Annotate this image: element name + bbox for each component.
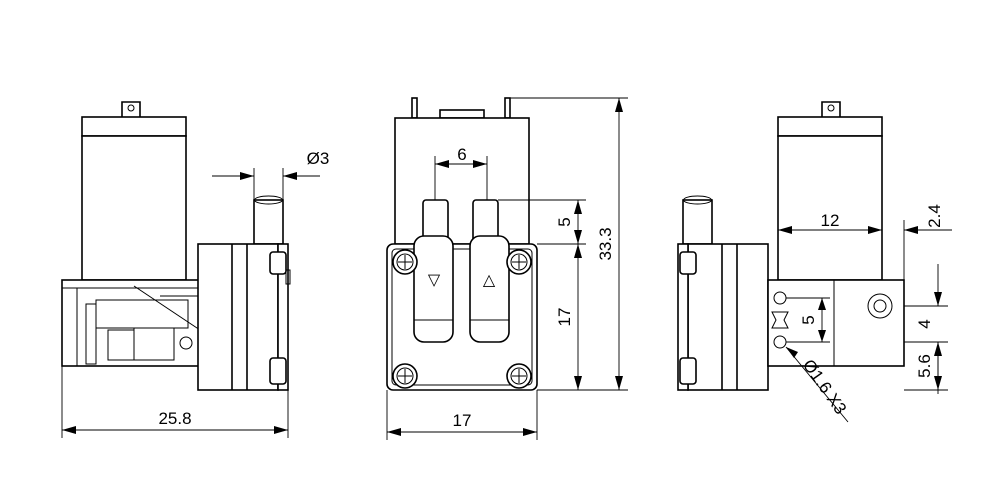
dim-left-width: 25.8 [158,409,191,428]
lug-hole [867,293,893,319]
side-port [253,199,284,245]
dim-port-diameter: Ø3 [307,149,330,168]
dim-offset: 2.4 [925,204,944,228]
motor-body [81,135,187,281]
screw-br [506,363,532,389]
dim-lug-offset: 5.6 [915,354,934,378]
outlet-flow-symbol: △ [483,270,496,289]
pump-head [197,243,279,391]
dim-hole-spacing: 5 [799,315,818,324]
dim-front-width: 17 [453,411,472,430]
motor-front [394,117,530,245]
side-view: 25.8 Ø3 [61,101,330,438]
screw-tl [392,249,418,275]
screw-bl [392,363,418,389]
dim-head-height: 17 [555,308,574,327]
screw-tr [506,249,532,275]
dim-body-width: 12 [821,211,840,230]
motor-cap [81,116,187,137]
dim-lug-height: 4 [915,319,934,328]
dim-port-length: 5 [555,217,574,226]
inlet-flow-symbol: ▽ [428,270,441,289]
dim-total-height: 33.3 [596,227,615,260]
pump-head-rear [687,243,769,391]
mount-hole [179,336,193,350]
mount-bracket [767,279,905,367]
dim-port-spacing: 6 [457,145,466,164]
front-view: ▽ △ 6 5 17 33.3 17 [386,97,628,440]
rear-view: 12 2.4 5 4 5.6 Ø1.6 X3 [677,101,952,423]
motor-rear [777,135,883,281]
base-bracket [61,279,203,367]
